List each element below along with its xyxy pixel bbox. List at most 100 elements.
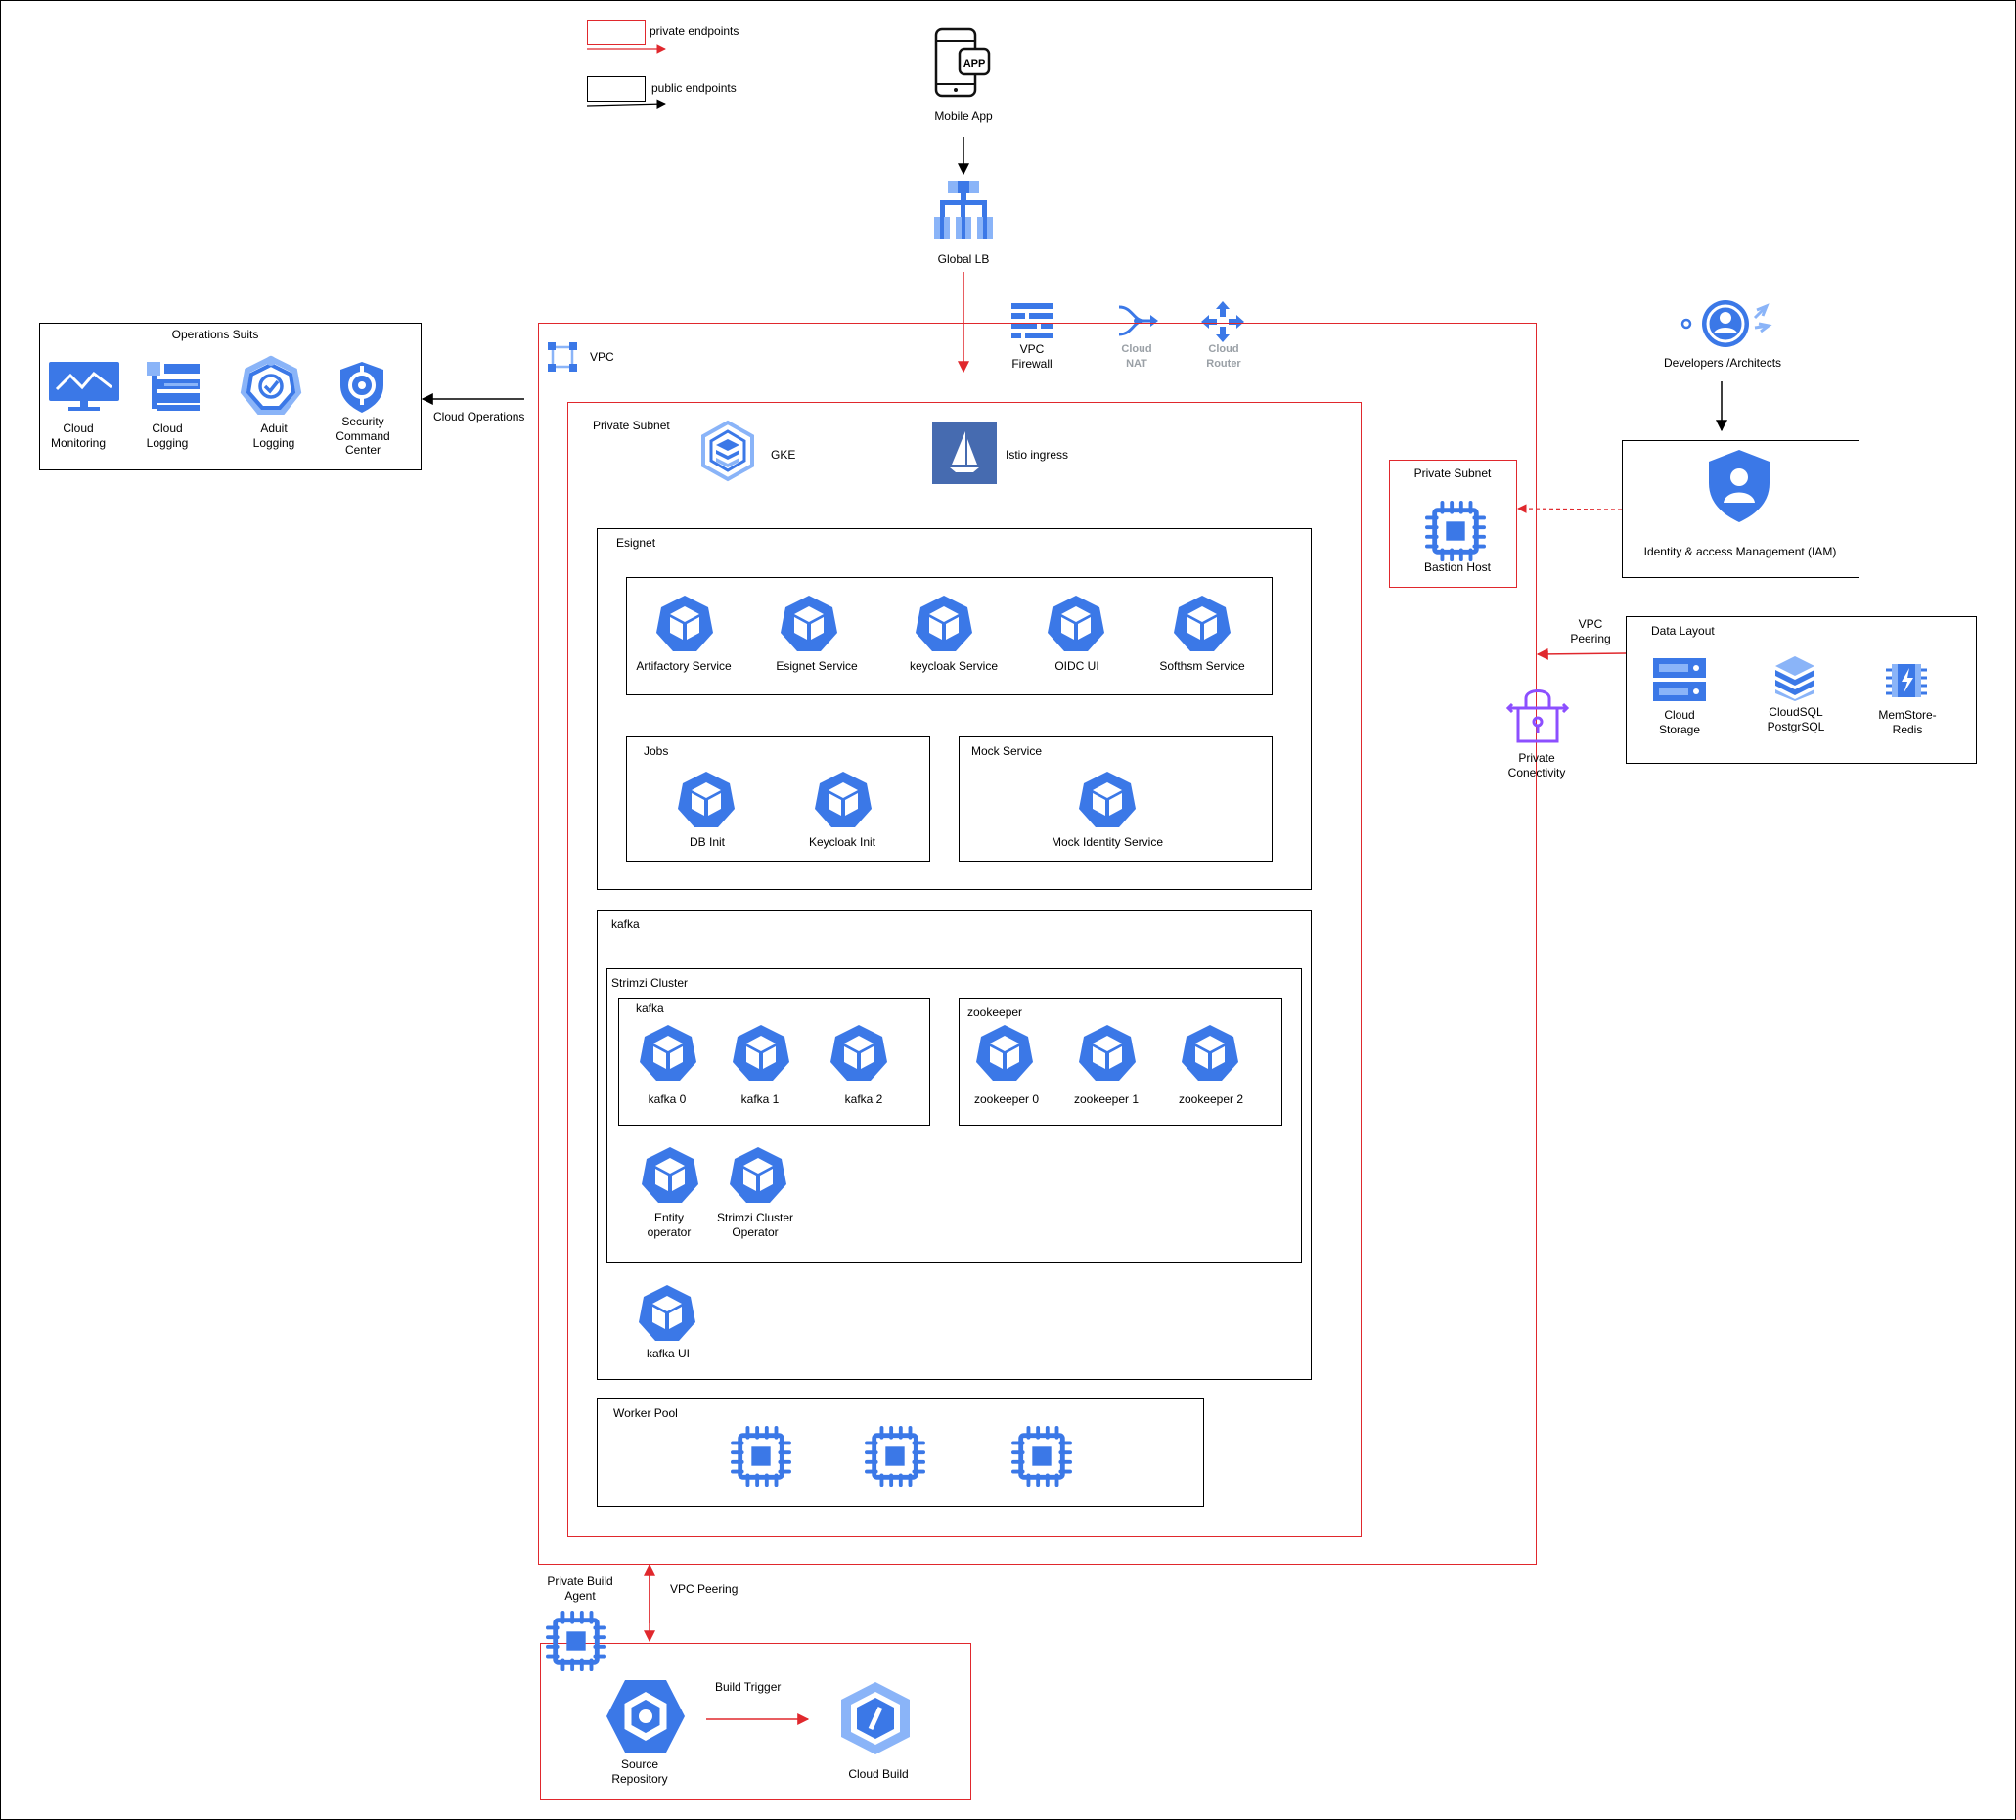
- ops-item-logging: Cloud Logging: [146, 422, 189, 450]
- build-peering-label: VPC Peering: [670, 1582, 739, 1596]
- artifactory-service-icon: [655, 594, 714, 652]
- vpc-firewall-label: VPC Firewall: [1011, 342, 1053, 371]
- gke-icon: [701, 420, 754, 482]
- load-balancer-icon: [934, 181, 993, 239]
- build-trigger-label: Build Trigger: [715, 1680, 782, 1694]
- istio-icon: [932, 422, 997, 484]
- esignet-title: Esignet: [616, 536, 656, 550]
- iam-shield-icon: [1709, 450, 1770, 522]
- kafka-operator-0: Entity operator: [647, 1211, 692, 1239]
- zookeeper-1-icon: [1078, 1023, 1137, 1082]
- esignet-service-1: Esignet Service: [776, 659, 858, 673]
- entity-operator-icon: [641, 1145, 699, 1204]
- svg-text:APP: APP: [963, 58, 986, 69]
- strimzi-cluster-title: Strimzi Cluster: [611, 976, 689, 990]
- kafka-2-icon: [829, 1023, 888, 1082]
- cloud-monitoring-icon: [49, 362, 119, 411]
- build-agent-icon: [546, 1611, 606, 1671]
- build-agent-label: Private Build Agent: [547, 1575, 613, 1603]
- operations-suite-box: [39, 323, 422, 470]
- data-layout-box: [1626, 616, 1977, 764]
- kafka-box: [597, 910, 1312, 1380]
- zookeeper-2-icon: [1181, 1023, 1239, 1082]
- softhsm-service-icon: [1173, 594, 1232, 652]
- esignet-service-3: OIDC UI: [1054, 659, 1099, 673]
- firewall-icon: [1011, 303, 1053, 338]
- global-lb-label: Global LB: [937, 252, 990, 266]
- mobile-app-icon: APP: [934, 27, 991, 98]
- kafka-brokers-box: [618, 998, 930, 1126]
- bastion-subnet-label: Private Subnet: [1413, 466, 1492, 480]
- data-item-memstore: MemStore- Redis: [1878, 708, 1937, 736]
- kafka-0-icon: [639, 1023, 697, 1082]
- istio-label: Istio ingress: [1006, 448, 1069, 462]
- mock-service-box: [959, 736, 1273, 862]
- zookeeper-0-icon: [975, 1023, 1034, 1082]
- legend-private-box: [587, 20, 646, 45]
- kafka-brokers-title: kafka: [636, 1001, 664, 1015]
- developers-label: Developers /Architects: [1663, 356, 1782, 370]
- cloud-nat-label: Cloud NAT: [1121, 343, 1152, 370]
- worker-pool-box: [597, 1398, 1204, 1507]
- developers-icon: [1680, 300, 1772, 347]
- mock-identity-icon: [1078, 770, 1137, 828]
- audit-logging-icon: [240, 355, 302, 415]
- bastion-subnet-box: [1389, 460, 1517, 588]
- cloud-storage-icon: [1653, 658, 1706, 701]
- mock-service-title: Mock Service: [971, 744, 1043, 758]
- bastion-host-icon: [1425, 501, 1486, 561]
- private-connectivity-icon: [1505, 689, 1570, 743]
- source-repository-label: Source Repository: [611, 1757, 668, 1786]
- memorystore-icon: [1886, 664, 1927, 697]
- worker-node-icon: [731, 1426, 791, 1487]
- cloud-build-icon: [841, 1682, 910, 1754]
- cloud-logging-icon: [147, 362, 200, 411]
- jobs-item-0: DB Init: [689, 835, 726, 849]
- zookeeper-item-0: zookeeper 0: [973, 1092, 1040, 1106]
- iam-box: [1622, 440, 1859, 578]
- worker-pool-title: Worker Pool: [613, 1406, 678, 1420]
- vpc-label: VPC: [590, 350, 614, 364]
- data-layout-title: Data Layout: [1651, 624, 1715, 638]
- kafka-ui-label: kafka UI: [646, 1347, 691, 1360]
- worker-node-icon: [1011, 1426, 1072, 1487]
- zookeeper-item-2: zookeeper 2: [1178, 1092, 1244, 1106]
- mock-item-0: Mock Identity Service: [1051, 835, 1164, 849]
- ops-item-scc: Security Command Center: [336, 415, 390, 457]
- kafka-title: kafka: [611, 917, 640, 931]
- kafka-1-icon: [732, 1023, 790, 1082]
- gke-label: GKE: [771, 448, 796, 462]
- keycloak-init-icon: [814, 770, 873, 828]
- esignet-service-icon: [780, 594, 838, 652]
- build-box: [540, 1643, 971, 1800]
- private-subnet-label: Private Subnet: [593, 419, 670, 432]
- esignet-service-4: Softhsm Service: [1159, 659, 1245, 673]
- kafka-broker-2: kafka 2: [844, 1092, 883, 1106]
- zookeeper-item-1: zookeeper 1: [1073, 1092, 1140, 1106]
- zookeeper-title: zookeeper: [967, 1005, 1023, 1019]
- kafka-broker-0: kafka 0: [648, 1092, 687, 1106]
- jobs-title: Jobs: [644, 744, 669, 758]
- jobs-box: [626, 736, 930, 862]
- kafka-ui-icon: [638, 1283, 696, 1342]
- strimzi-operator-icon: [729, 1145, 787, 1204]
- kafka-broker-1: kafka 1: [740, 1092, 780, 1106]
- cloud-build-label: Cloud Build: [848, 1767, 909, 1781]
- data-item-cloudsql: CloudSQL PostgrSQL: [1767, 705, 1825, 733]
- data-item-storage: Cloud Storage: [1658, 708, 1701, 736]
- iam-label: Identity & access Management (IAM): [1643, 545, 1837, 558]
- cloudsql-icon: [1775, 656, 1814, 701]
- vpc-peering-data-label: VPC Peering: [1570, 617, 1611, 645]
- ops-item-monitoring: Cloud Monitoring: [50, 422, 107, 450]
- db-init-icon: [677, 770, 736, 828]
- cloud-router-label: Cloud Router: [1206, 343, 1241, 370]
- private-connectivity-label: Private Conectivity: [1507, 751, 1566, 779]
- esignet-service-2: keycloak Service: [909, 659, 999, 673]
- operations-suite-title: Operations Suits: [171, 328, 259, 341]
- worker-node-icon: [865, 1426, 925, 1487]
- legend-public-box: [587, 76, 646, 102]
- cloud-router-icon: [1201, 301, 1244, 342]
- keycloak-service-icon: [915, 594, 973, 652]
- esignet-box: [597, 528, 1312, 890]
